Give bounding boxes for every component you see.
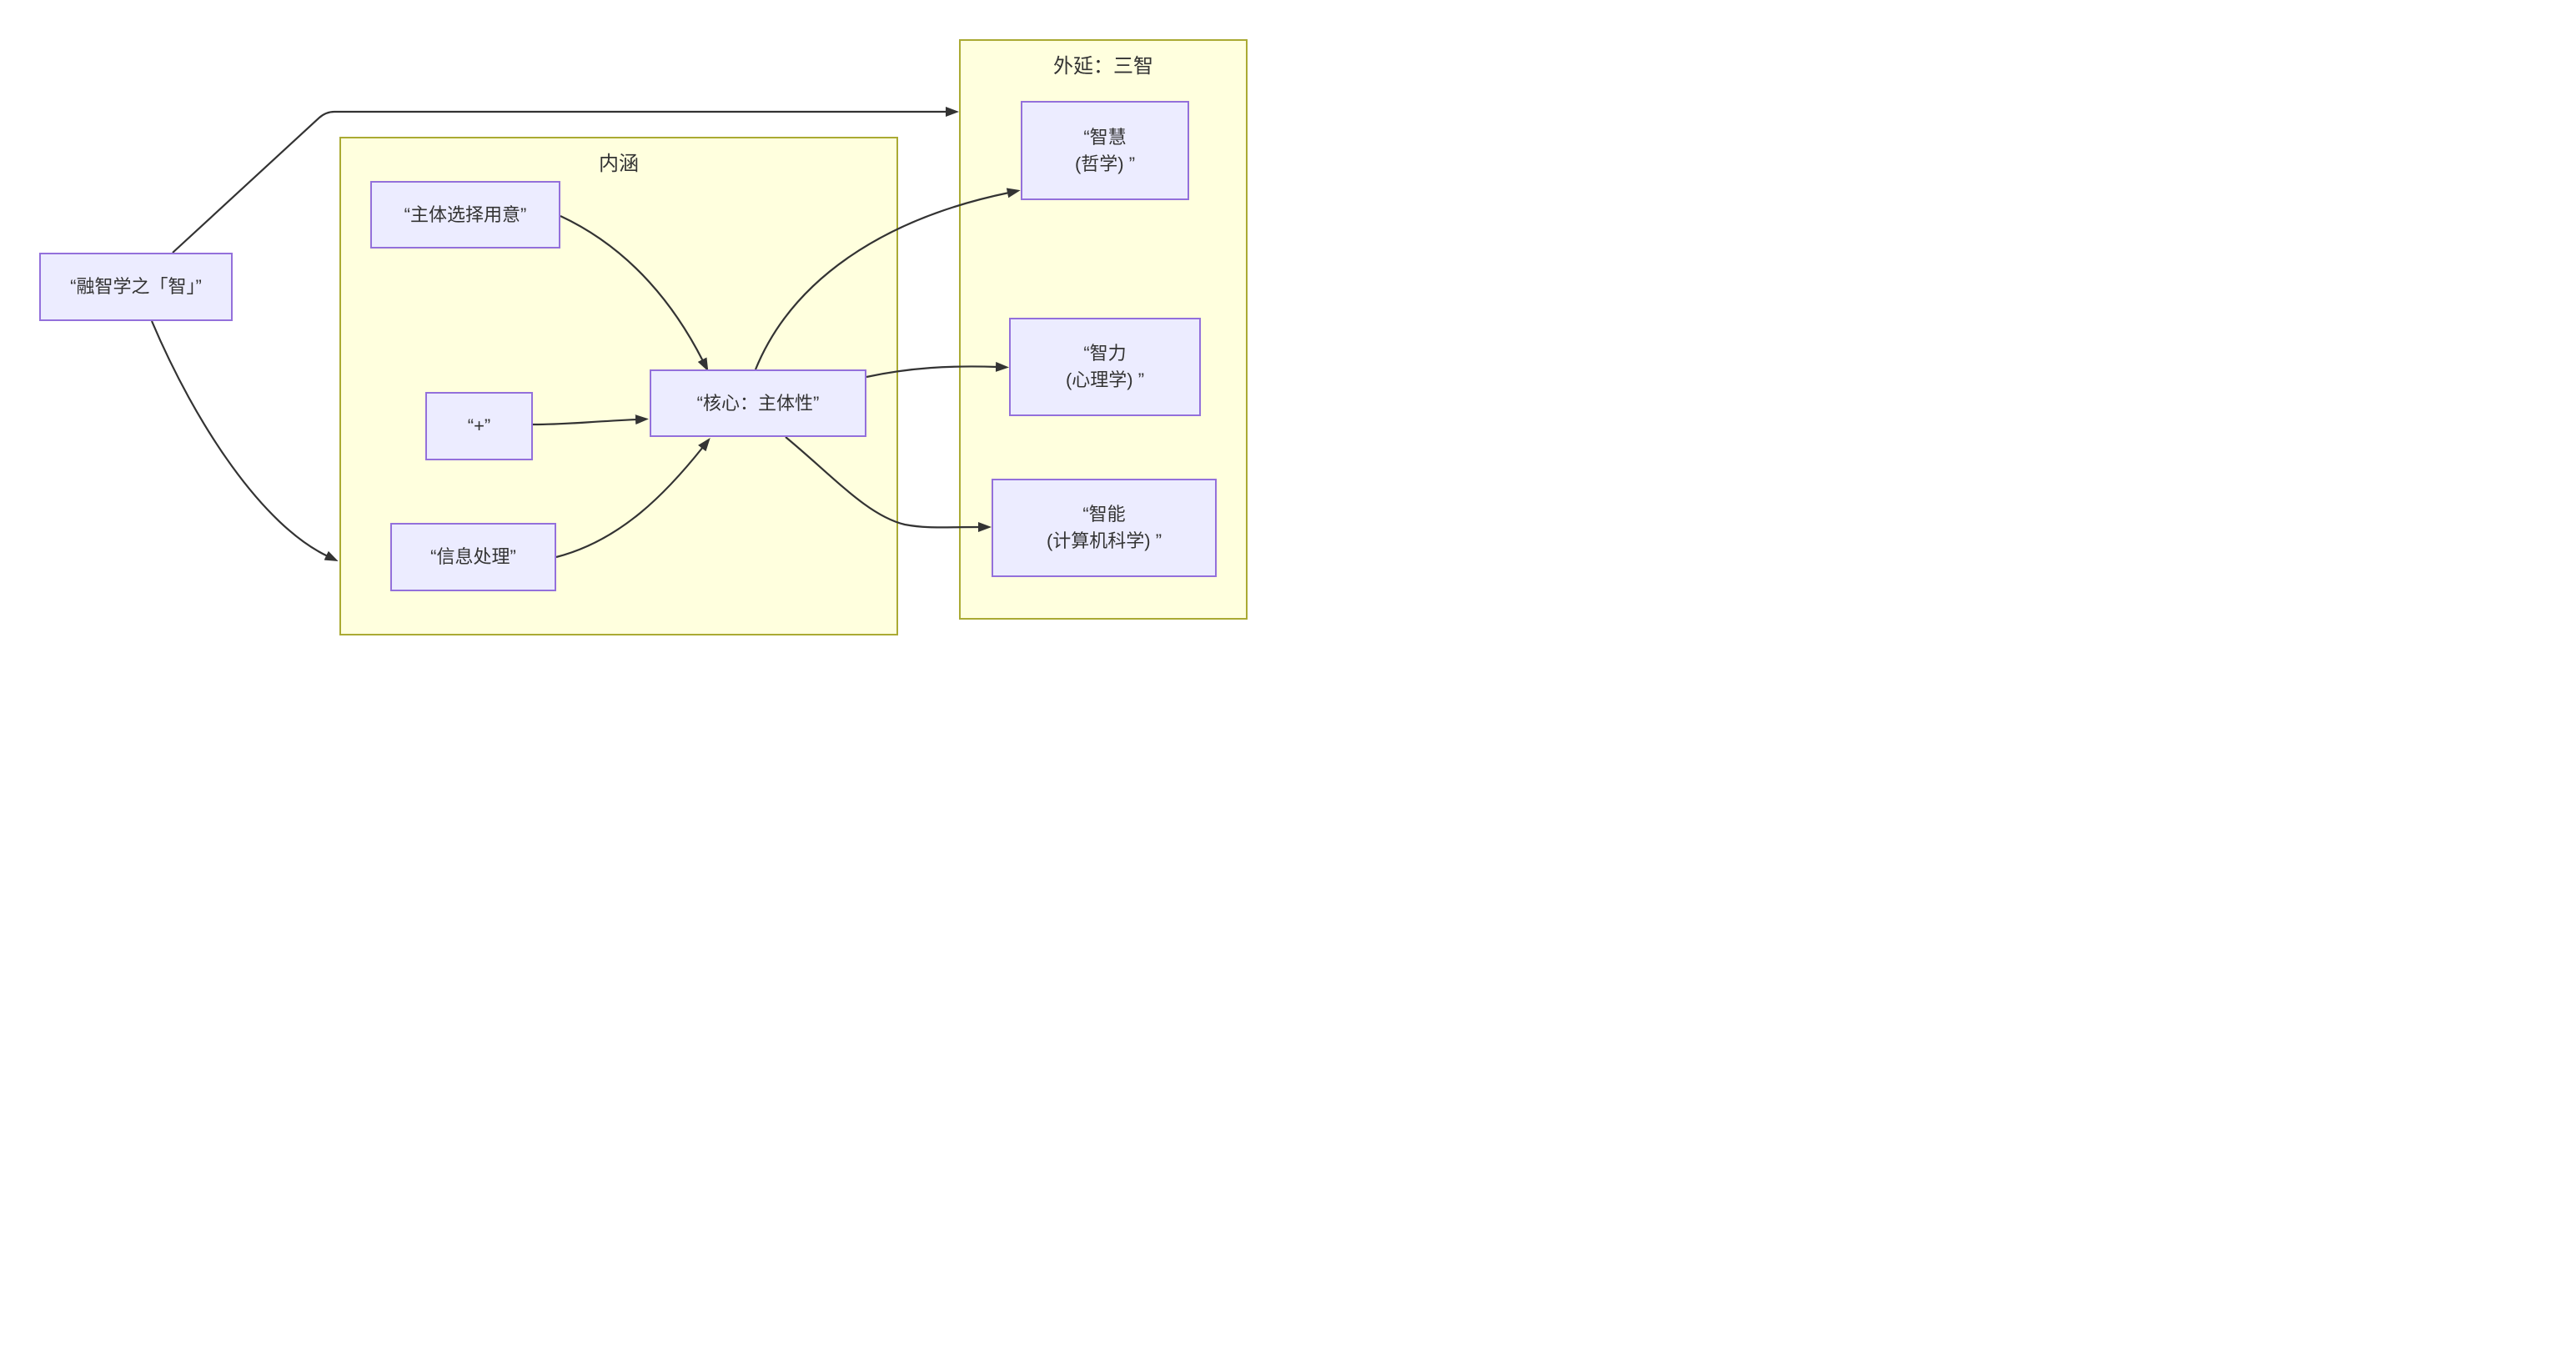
node-zhili-label-line1: “智力 xyxy=(1083,343,1127,364)
node-zhili-label-line2: (心理学) ” xyxy=(1065,369,1145,390)
node-xinxi-chuli: “信息处理” xyxy=(390,523,556,591)
node-zhihui-label-line2: (哲学) ” xyxy=(1074,153,1136,174)
node-zhuti-xuanze-yongyi: “主体选择用意” xyxy=(370,181,560,249)
node-rongzhixue: “融智学之「智」” xyxy=(39,253,233,321)
edge-plus-to-hexin xyxy=(532,414,649,426)
node-xinxi-label: “信息处理” xyxy=(430,546,516,568)
node-zhihui-philosophy: “智慧 (哲学) ” xyxy=(1021,101,1189,200)
node-zhineng-computer-science: “智能 (计算机科学) ” xyxy=(992,479,1217,577)
edge-hexin-to-zhineng xyxy=(785,436,992,533)
node-zhuti-label: “主体选择用意” xyxy=(404,203,527,225)
flowchart-canvas: 内涵 外延：三智 “融智学之「智」” “主体选择用意” “+” “信息处理” “… xyxy=(0,0,1288,676)
edge-xinxi-to-hexin xyxy=(555,438,711,559)
node-plus-label: “+” xyxy=(467,415,491,437)
node-zhili-psychology: “智力 (心理学) ” xyxy=(1009,318,1201,416)
edge-hexin-to-zhihui xyxy=(754,188,1021,370)
node-zhineng-label-line2: (计算机科学) ” xyxy=(1046,530,1162,551)
node-zhineng-label-line1: “智能 xyxy=(1082,504,1126,525)
node-hexin-zhutixing: “核心：主体性” xyxy=(650,369,866,437)
cluster-neihan-label: 内涵 xyxy=(599,153,639,175)
edge-rongzhixue-to-waiyan-cluster xyxy=(172,107,959,254)
edge-rongzhixue-to-neihan-cluster xyxy=(150,320,339,562)
node-zhihui-label-line1: “智慧 xyxy=(1083,126,1127,148)
node-rongzhixue-label: “融智学之「智」” xyxy=(70,276,202,298)
edges-layer xyxy=(150,107,1021,562)
cluster-waiyan-label: 外延：三智 xyxy=(1053,55,1153,78)
node-plus: “+” xyxy=(425,392,533,460)
node-hexin-label: “核心：主体性” xyxy=(696,392,820,414)
edge-hexin-to-zhili xyxy=(866,361,1009,379)
edge-zhuti-to-hexin xyxy=(560,215,709,372)
